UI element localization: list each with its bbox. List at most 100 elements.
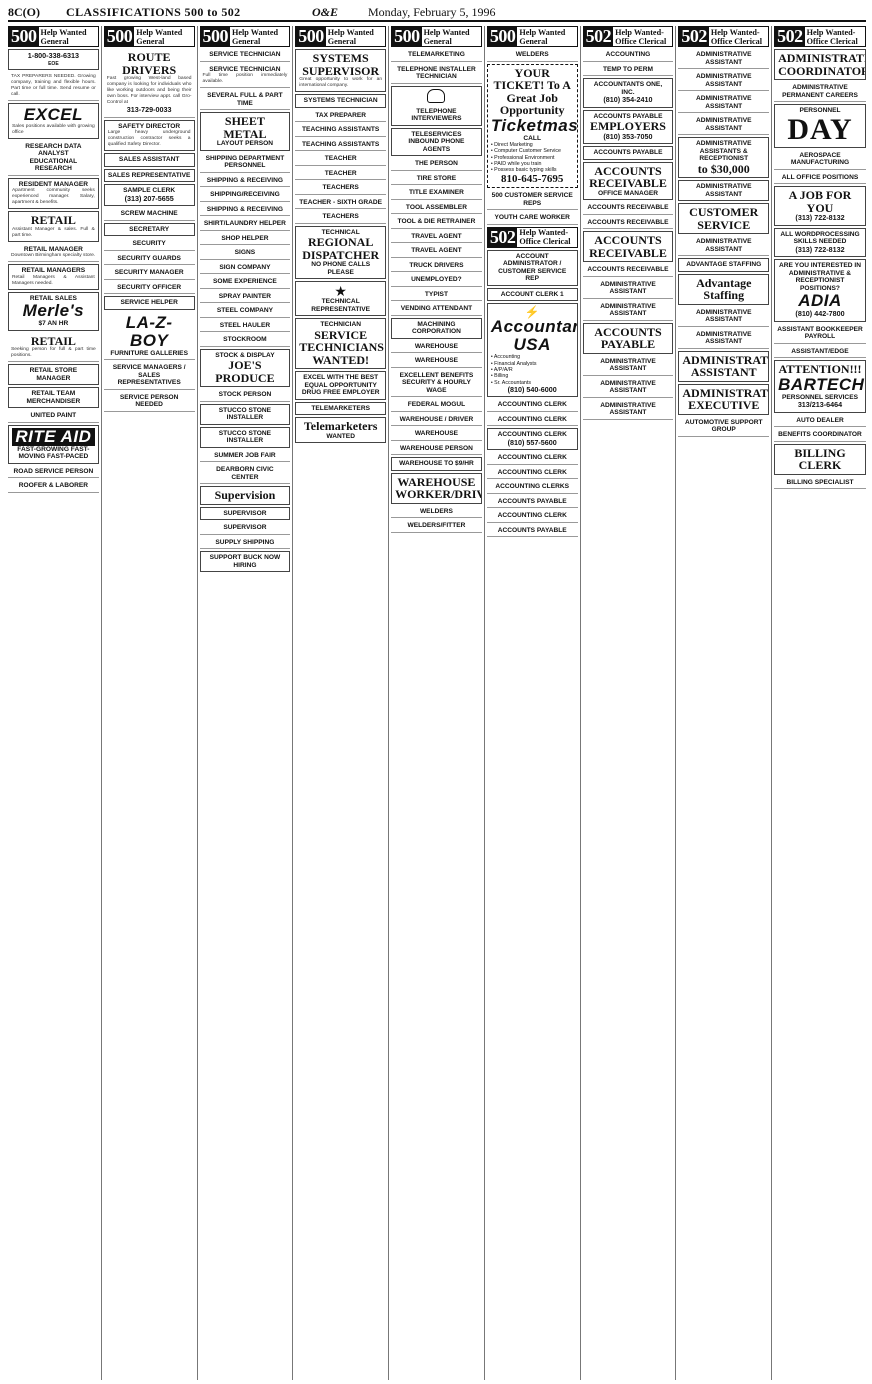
- ad-title: TYPIST: [424, 290, 448, 298]
- company-logo: ADIA: [798, 291, 842, 310]
- ad-headline: EMPLOYERS: [589, 119, 666, 133]
- ad-title: ACCOUNTING CLERK: [497, 468, 567, 476]
- ad-title: YOUTH CARE WORKER: [494, 214, 570, 222]
- ad-headline: Supervision: [214, 488, 276, 502]
- header-line: Help Wanted: [232, 27, 279, 37]
- ad-title: WAREHOUSE TO $9/HR: [399, 460, 474, 467]
- header-line: Help Wanted: [423, 27, 470, 37]
- ad-title: SCREW MACHINE: [120, 210, 178, 217]
- company-logo: RITE AID: [12, 427, 95, 446]
- ad-headline: WAREHOUSE WORKER/DRIVER: [395, 474, 481, 501]
- classified-ad: ACCOUNTS PAYABLE: [582, 322, 674, 354]
- classified-ad: TELEMARKETERS: [295, 401, 387, 415]
- classified-ad: WAREHOUSE TO $9/HR: [391, 457, 482, 471]
- ad-phone: (313) 722-8132: [795, 213, 845, 222]
- header-line: Office Clerical: [615, 36, 667, 46]
- header-number: 502: [679, 26, 709, 46]
- classified-ad: TEACHERS: [295, 182, 387, 195]
- ad-phone: (313) 722-8132: [795, 244, 845, 254]
- classified-ad: WELDERS: [486, 49, 578, 62]
- classified-ad: YOUTH CARE WORKER: [486, 212, 578, 225]
- ad-phone: (810) 354-2410: [603, 95, 653, 104]
- classified-ad: Account Administrator / Customer Service…: [486, 249, 578, 286]
- classified-ad: WELDERS/FITTER: [391, 520, 482, 533]
- classified-ad: ACCOUNTING CLERKS: [486, 481, 578, 494]
- ad-title: EXCELLENT BENEFITS SECURITY & HOURLY WAG…: [399, 371, 474, 394]
- classified-ad: ATTENTION!!!BARTECHPersonnel Services313…: [774, 360, 866, 413]
- ad-title: AUTO DEALER: [796, 416, 844, 424]
- ad-headline: ADMINISTRATIVE COORDINATOR: [778, 51, 866, 78]
- classified-ad: TOOL & DIE RETRAINER: [391, 216, 482, 229]
- classified-ad: BILLING CLERK: [774, 443, 866, 475]
- classified-ad: WAREHOUSE: [391, 428, 482, 441]
- ad-headline: YOUR TICKET! To A Great Job Opportunity: [493, 65, 571, 117]
- ad-eoe: EOE: [48, 60, 59, 67]
- classified-ad: SHIRT/LAUNDRY HELPER: [199, 218, 291, 231]
- header-line: General: [423, 36, 452, 46]
- classified-ad: Advantage Staffing: [678, 273, 770, 305]
- classified-ad: SALES REPRESENTATIVE: [103, 168, 195, 182]
- classified-ad: SECRETARY: [103, 222, 195, 236]
- ad-list-item: Billing: [491, 373, 574, 379]
- ad-title: SERVICE TECHNICIAN: [209, 51, 281, 58]
- classified-ad: ACCOUNTS RECEIVABLE: [582, 231, 674, 262]
- ad-title: ADMINISTRATIVE ASSISTANT: [695, 117, 752, 132]
- classified-ad: ROOFER & LABORER: [8, 480, 99, 493]
- classified-ad: RETAIL TEAM MERCHANDISER: [8, 387, 99, 408]
- classified-ad: SUMMER JOB FAIR: [199, 450, 291, 462]
- ad-headline: Telemarketers: [303, 419, 378, 433]
- classified-ad: STUCCO STONE INSTALLER: [199, 426, 291, 448]
- ad-title: SHOP HELPER: [221, 234, 269, 242]
- ad-phone: (313) 207-5655: [124, 193, 174, 203]
- ad-phone: 313-729-0033: [126, 105, 172, 114]
- classified-ad: ★TECHNICAL REPRESENTATIVE: [295, 281, 387, 316]
- ad-list-item: Professional Environment: [491, 155, 574, 161]
- ad-title: DEARBORN CIVIC CENTER: [216, 466, 274, 481]
- ad-subtitle: CALL: [523, 134, 541, 142]
- ad-headline: Advantage Staffing: [696, 275, 752, 302]
- classified-ad: TAX PREPARERS NEEDED. Growing company, t…: [8, 72, 99, 101]
- classified-ad: Supervision: [199, 486, 291, 505]
- header-number: 500: [392, 26, 422, 46]
- ad-title: TEACHER: [324, 169, 357, 177]
- ad-subtitle: $7 AN HR: [38, 320, 69, 327]
- ad-title: UNEMPLOYED?: [411, 276, 462, 283]
- ad-title: STUCCO STONE INSTALLER: [218, 429, 272, 445]
- classified-ad: ⚡Accountants USAAccountingFinancial Anal…: [486, 303, 578, 398]
- classified-ad: ACCOUNTS RECEIVABLEOffice Manager: [582, 161, 674, 200]
- classified-ad: SYSTEMS TECHNICIAN: [295, 94, 387, 108]
- classified-ad: SECURITY MANAGER: [103, 267, 195, 280]
- ad-title: ACCOUNTING: [605, 51, 651, 58]
- ad-title: UNITED PAINT: [30, 412, 77, 419]
- classified-ad: STOCK PERSON: [199, 389, 291, 402]
- classified-ad: 500 CUSTOMER SERVICE REPS: [486, 190, 578, 211]
- ad-title: ADMINISTRATIVE ASSISTANT: [695, 238, 752, 253]
- header-line: General: [519, 36, 548, 46]
- header-line: Help Wanted: [519, 27, 566, 37]
- classified-ad: WAREHOUSE WORKER/DRIVER: [391, 472, 482, 504]
- classified-ad: ALL WORDPROCESSING SKILLS NEEDED(313) 72…: [774, 227, 866, 257]
- classified-ad: SUPPLY SHIPPING: [199, 537, 291, 549]
- classified-ad: WAREHOUSE: [391, 341, 482, 353]
- ad-title: SIGN COMPANY: [219, 263, 271, 271]
- classified-ad: ADVANTAGE STAFFING: [678, 258, 770, 272]
- ad-headline: REGIONAL DISPATCHER: [302, 235, 380, 262]
- company-logo: Merle's: [22, 301, 85, 320]
- classified-ad: SOME EXPERIENCE: [199, 276, 291, 289]
- ad-subtitle: INBOUND PHONE AGENTS: [408, 138, 465, 153]
- classified-ad: TechnicianSERVICE TECHNICIANS WANTED!: [295, 318, 387, 369]
- ad-headline: SYSTEMS SUPERVISOR: [302, 51, 380, 78]
- ad-phone: (810) 442-7800: [795, 309, 845, 318]
- ad-title: ADMINISTRATIVE ASSISTANTS & RECEPTIONIST: [695, 140, 752, 162]
- classified-ad: A JOB FOR YOU(313) 722-8132: [774, 186, 866, 226]
- ad-title: ADMINISTRATIVE ASSISTANT: [695, 95, 752, 110]
- classified-ad: TEACHING ASSISTANTS: [295, 124, 387, 137]
- ad-title: Sample Clerk: [123, 187, 176, 194]
- ad-headline: ACCOUNTS PAYABLE: [594, 324, 662, 351]
- company-logo: BARTECH: [778, 374, 865, 394]
